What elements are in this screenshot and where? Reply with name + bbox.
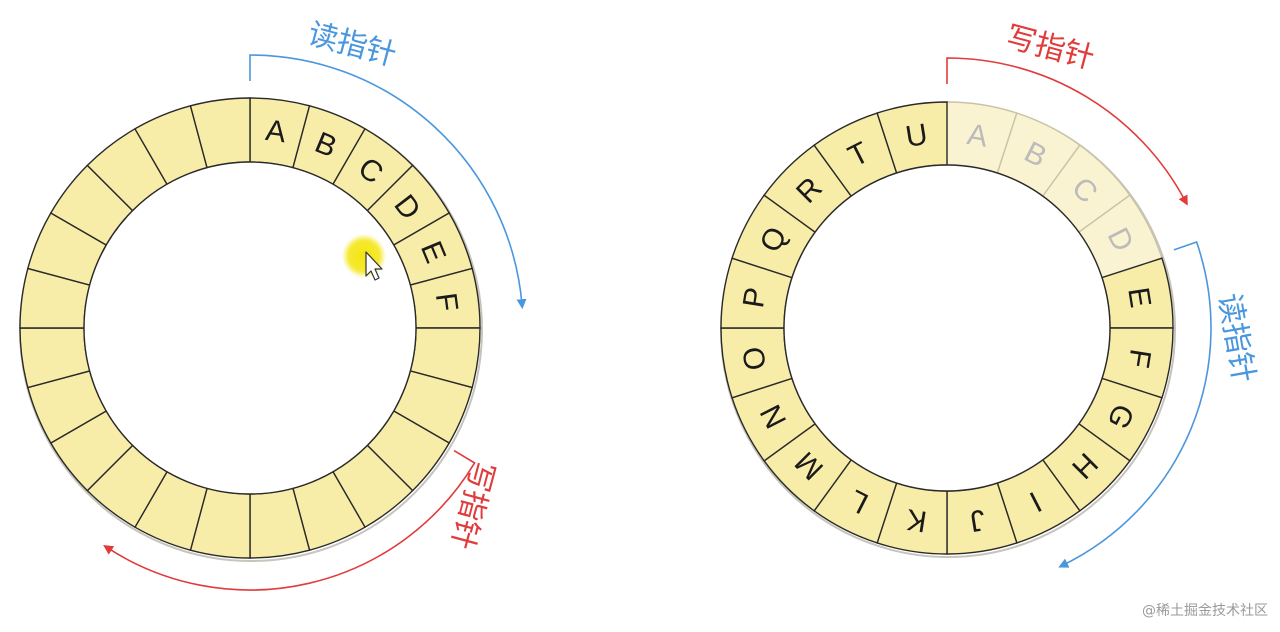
watermark: @稀土掘金技术社区 xyxy=(1142,603,1268,619)
right-write-pointer-arc xyxy=(946,57,1188,206)
left-read-pointer-arc xyxy=(249,54,527,310)
right-ring-hole xyxy=(783,164,1111,492)
right-ring-cell-label: J xyxy=(967,503,987,538)
left-write-pointer-label: 写指针 xyxy=(443,457,500,553)
right-ring-cell-label: U xyxy=(903,118,930,154)
right-read-pointer-arc xyxy=(1058,241,1212,568)
left-write-pointer-arc xyxy=(103,449,476,591)
right-ring-cell-label: F xyxy=(1121,347,1156,370)
mouse-cursor xyxy=(342,234,386,281)
left-ring-hole xyxy=(83,161,417,495)
right-ring-cell-label: O xyxy=(737,344,773,372)
left-ring-cell-label: F xyxy=(429,291,464,313)
right-read-pointer-label: 读指针 xyxy=(1211,291,1261,386)
right-write-pointer-label: 写指针 xyxy=(1002,19,1098,76)
left-read-pointer-label: 读指针 xyxy=(304,16,400,73)
cursor-highlight xyxy=(342,234,386,278)
left-ring-cell-label: A xyxy=(264,114,288,149)
mouse-pointer-icon xyxy=(365,251,383,281)
